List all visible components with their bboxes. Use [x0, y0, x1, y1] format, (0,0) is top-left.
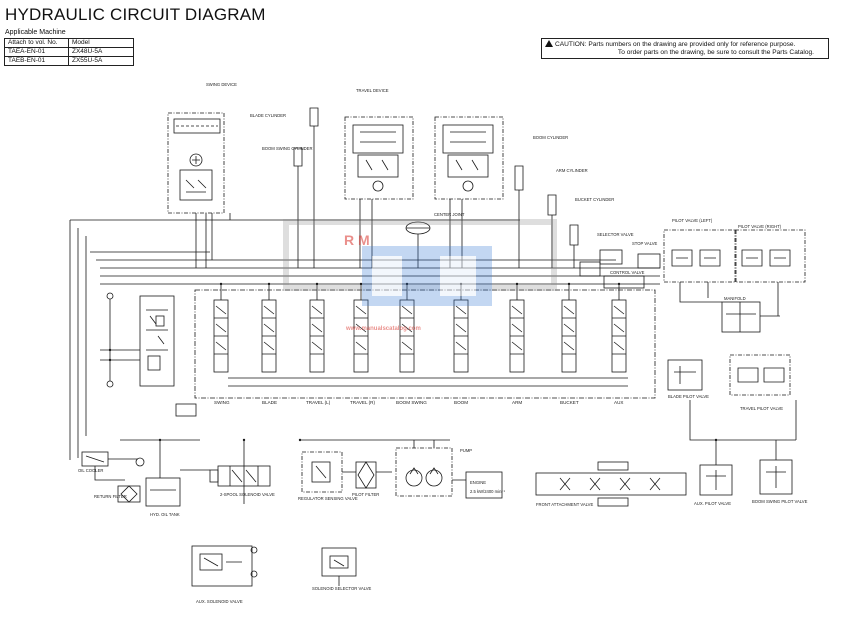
label-stop-valve: STOP VALVE: [632, 241, 657, 246]
watermark-tagline: www.manualscatalog.com: [345, 326, 421, 332]
page-title: HYDRAULIC CIRCUIT DIAGRAM: [5, 5, 266, 24]
spool-section: [213, 299, 627, 373]
label-solenoid-valve: 2-SPOOL SOLENOID VALVE: [220, 492, 275, 497]
caution-line-2: To order parts on the drawing, be sure t…: [617, 49, 814, 56]
connection-dots: [108, 282, 718, 442]
swing-motor-brake: [173, 118, 221, 134]
label-blade-cylinder: BLADE CYLINDER: [250, 113, 286, 118]
label-oil-cooler: OIL COOLER: [78, 468, 103, 473]
front-attachment-valve-symbol: [535, 472, 687, 496]
label-pilot-valve-left: PILOT VALVE (LEFT): [672, 218, 713, 223]
label-return-filter: RETURN FILTER: [94, 494, 127, 499]
label-pilot-valve-right: PILOT VALVE (RIGHT): [738, 224, 782, 229]
label-aux-solenoid: AUX. SOLENOID VALVE: [196, 599, 243, 604]
spool-label: SWING: [214, 400, 230, 405]
label-travel-device: TRAVEL DEVICE: [356, 88, 389, 93]
spool-labels: SWING BLADE TRAVEL (L) TRAVEL (R) BOOM S…: [214, 400, 623, 405]
label-hyd-oil-tank: HYD. OIL TANK: [150, 512, 180, 517]
spool-label: TRAVEL (L): [306, 400, 331, 405]
label-front-attachment-valve: FRONT ATTACHMENT VALVE: [536, 502, 593, 507]
label-travel-pilot-valve: TRAVEL PILOT VALVE: [740, 406, 783, 411]
label-control-valve: CONTROL VALVE: [610, 270, 645, 275]
applicable-machine-label: Applicable Machine: [5, 29, 66, 36]
main-relief-block: [139, 295, 175, 387]
label-swing-device: SWING DEVICE: [206, 82, 237, 87]
selector-control-block: [603, 275, 645, 289]
swing-motor-symbol: [189, 153, 203, 167]
spool-label: BOOM: [454, 400, 468, 405]
pilot-check-valve: [175, 403, 197, 417]
label-manifold: MANIFOLD: [724, 296, 746, 301]
component-labels: SWING DEVICE TRAVEL DEVICE BLADE CYLINDE…: [78, 82, 808, 604]
caution-box: CAUTION: Parts numbers on the drawing ar…: [541, 38, 829, 59]
pilot-valve-right-outline: [734, 229, 806, 283]
table-cell: ZX55U-5A: [68, 56, 134, 66]
hyd-oil-tank-symbol: [145, 477, 181, 507]
boom-swing-cylinder-symbol: [293, 147, 303, 167]
bucket-cylinder-symbol: [569, 224, 579, 246]
label-engine: ENGINE: [470, 480, 486, 485]
spool-label: TRAVEL (R): [350, 400, 375, 405]
label-pilot-filter: PILOT FILTER: [352, 492, 379, 497]
label-bucket-cylinder: BUCKET CYLINDER: [575, 197, 614, 202]
blade-cylinder-symbol: [309, 107, 319, 127]
regulator-valve-outline: [301, 451, 343, 493]
swing-valve-block: [179, 169, 213, 201]
stop-valve-symbol: [579, 261, 601, 277]
ss-valve-outline: [321, 547, 357, 577]
label-center-joint: CENTER JOINT: [434, 212, 465, 217]
watermark: R M www.manualscatalog.com: [283, 219, 557, 332]
spool-label: ARM: [512, 400, 522, 405]
label-ss-valve: SOLENOID SELECTOR VALVE: [312, 586, 372, 591]
travel-device-right-outline: [434, 116, 504, 200]
blade-pilot-valve-symbol: [667, 359, 703, 391]
boom-cylinder-symbol: [514, 165, 524, 191]
pump-outline: [395, 447, 453, 497]
label-aux-pilot-valve: AUX. PILOT VALVE: [694, 501, 731, 506]
label-regulator-valve: REGULATOR SENSING VALVE: [298, 496, 358, 501]
table-row: TAEB-EN-01 ZX55U-5A: [4, 56, 134, 66]
travel-pilot-valve-outline: [729, 354, 791, 396]
spool-label: BUCKET: [560, 400, 579, 405]
travel-device-left-outline: [344, 116, 414, 200]
label-boom-cylinder: BOOM CYLINDER: [533, 135, 568, 140]
label-engine-spec: 2.5 kW/2400 min⁻¹: [470, 489, 506, 494]
aux-solenoid-outline: [191, 545, 253, 587]
watermark-text: R M: [344, 232, 370, 248]
spool-label: BOOM SWING: [396, 400, 427, 405]
applicable-machine-table: Attach to vol. No. Model TAEA-EN-01 ZX48…: [4, 38, 134, 66]
manifold-symbol: [721, 301, 761, 333]
gauge-port: [106, 292, 114, 300]
spool-label: AUX: [614, 400, 623, 405]
label-boom-swing-pilot-valve: BOOM SWING PILOT VALVE: [752, 499, 808, 504]
label-selector-valve: SELECTOR VALVE: [597, 232, 634, 237]
pump-symbol: [405, 469, 423, 487]
caution-line-1: CAUTION: Parts numbers on the drawing ar…: [555, 41, 796, 48]
selector-valve-symbol: [599, 249, 623, 265]
pilot-valve-left-outline: [663, 229, 737, 283]
label-arm-cylinder: ARM CYLINDER: [556, 168, 588, 173]
control-valve-outline: [194, 289, 656, 399]
label-pump: PUMP: [460, 448, 472, 453]
engine-symbol: [465, 471, 503, 499]
pilot-filter-symbol: [355, 461, 377, 489]
spool-label: BLADE: [262, 400, 277, 405]
arm-cylinder-symbol: [547, 194, 557, 216]
label-blade-pilot-valve: BLADE PILOT VALVE: [668, 394, 709, 399]
label-boom-swing-cylinder: BOOM SWING CYLINDER: [262, 146, 313, 151]
warning-icon: [545, 40, 553, 47]
